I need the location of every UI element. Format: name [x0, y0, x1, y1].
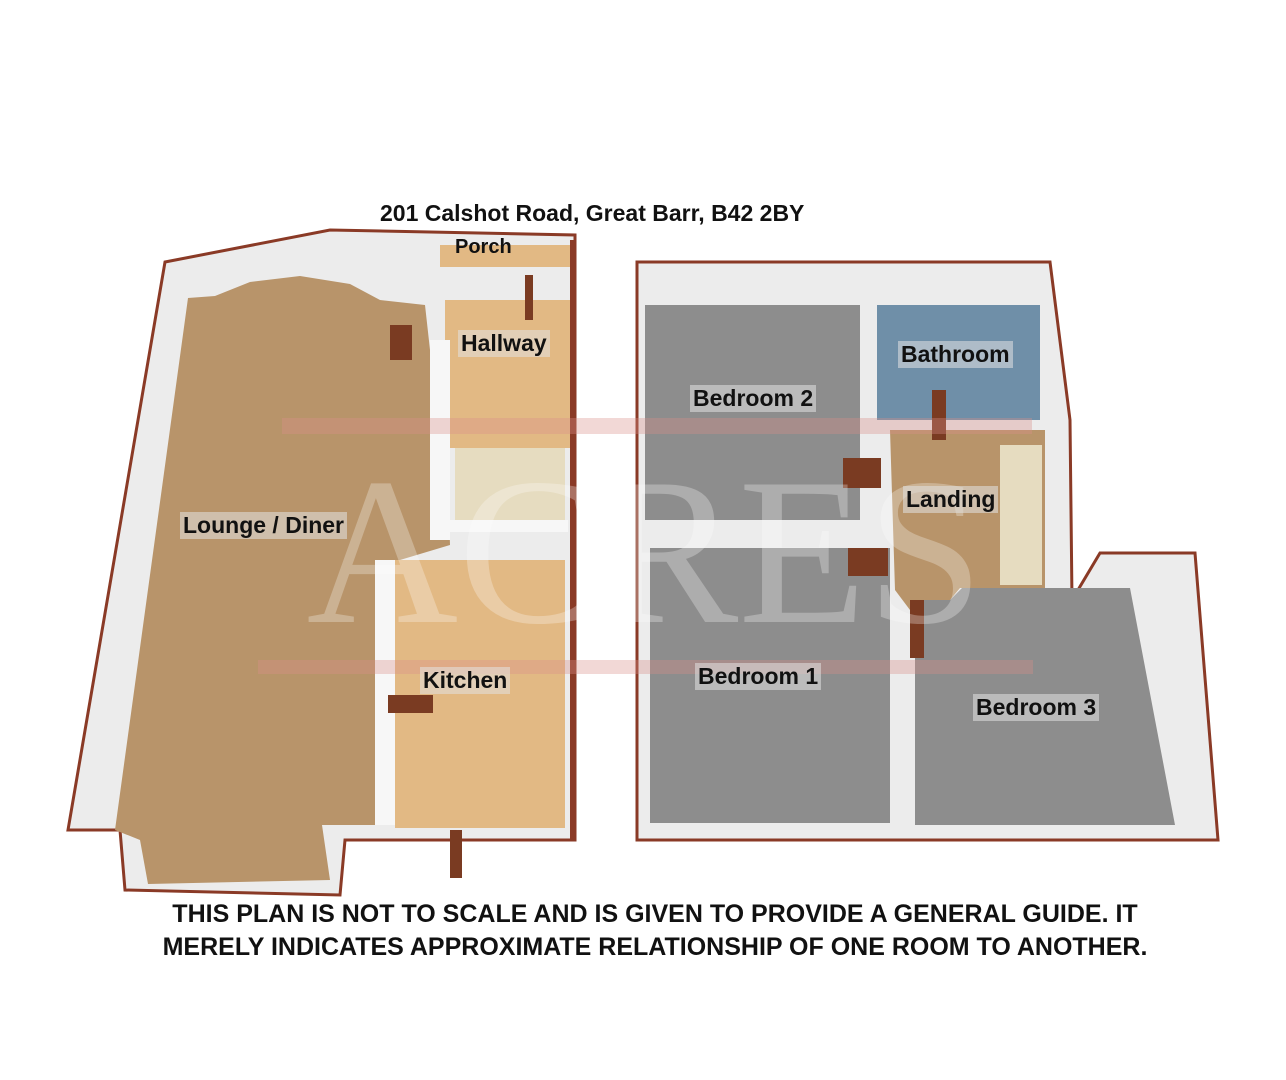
room-label-lounge: Lounge / Diner	[180, 512, 347, 539]
room-label-bathroom: Bathroom	[898, 341, 1013, 368]
wall	[450, 520, 568, 532]
kitchen-floor	[395, 560, 565, 828]
watermark-bar	[282, 418, 1032, 434]
door	[848, 548, 888, 576]
door	[525, 275, 533, 320]
hallway-floor	[445, 300, 570, 448]
door	[932, 390, 946, 440]
room-label-bedroom-1: Bedroom 1	[695, 663, 822, 690]
wall	[375, 560, 395, 825]
door	[390, 325, 412, 360]
stairs	[1000, 445, 1042, 585]
bedroom-2-floor	[645, 305, 860, 520]
door	[843, 458, 881, 488]
room-label-porch: Porch	[455, 236, 512, 258]
stairs-carpet	[455, 448, 565, 520]
porch-floor	[440, 245, 570, 267]
property-address: 201 Calshot Road, Great Barr, B42 2BY	[380, 200, 805, 226]
room-label-hallway: Hallway	[458, 330, 550, 357]
disclaimer-text: THIS PLAN IS NOT TO SCALE AND IS GIVEN T…	[162, 900, 1148, 961]
room-label-bedroom-3: Bedroom 3	[973, 694, 1100, 721]
door	[450, 830, 462, 878]
door	[388, 695, 433, 713]
room-label-bedroom-2: Bedroom 2	[690, 385, 817, 412]
watermark-logo: ACRES	[307, 436, 984, 668]
door	[910, 600, 924, 658]
lounge-floor	[115, 276, 450, 884]
room-label-landing: Landing	[903, 486, 999, 513]
room-label-kitchen: Kitchen	[420, 667, 511, 694]
wall	[430, 340, 450, 540]
